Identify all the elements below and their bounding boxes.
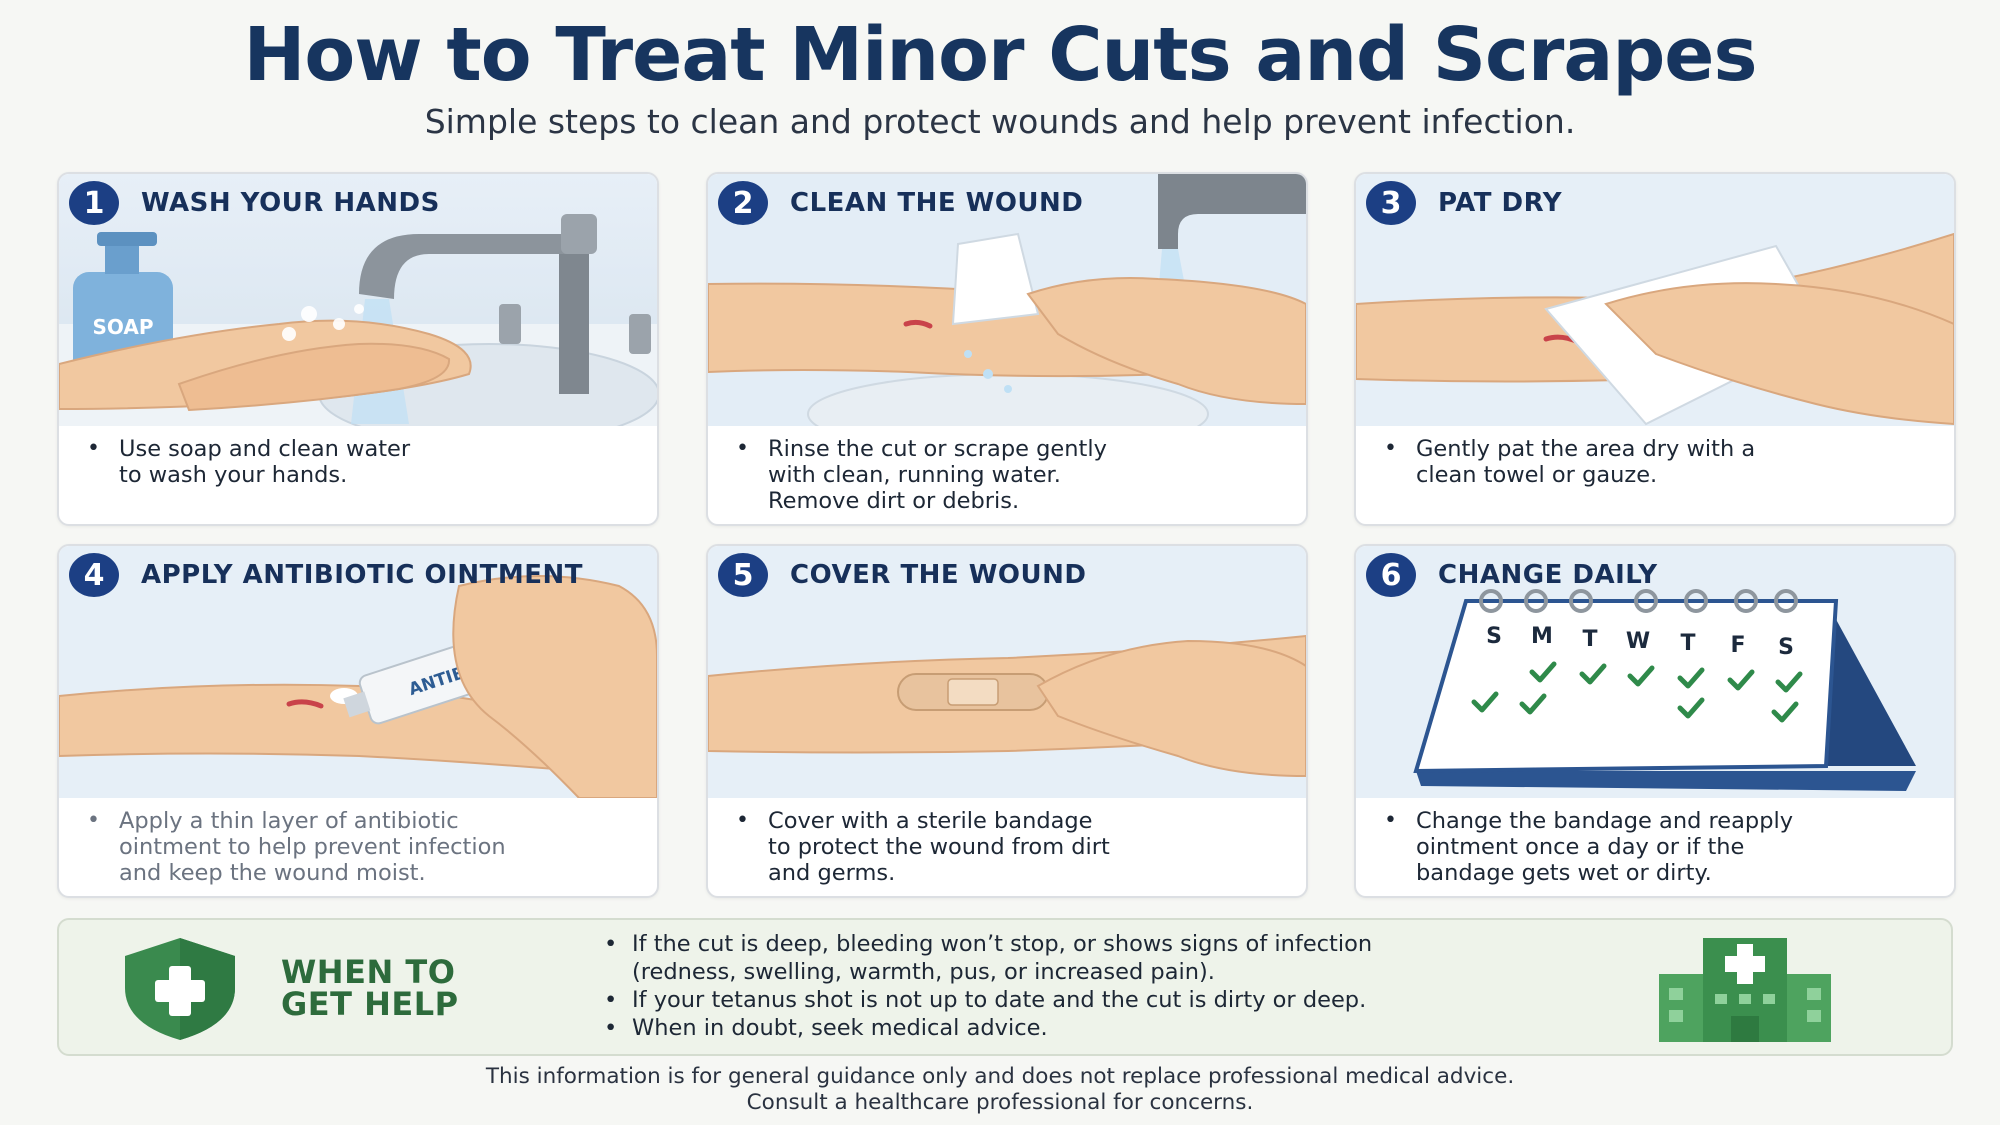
step-title: CHANGE DAILY xyxy=(1438,560,1658,590)
help-criteria-list: If the cut is deep, bleeding won’t stop,… xyxy=(604,930,1372,1042)
cover-wound-illustration xyxy=(708,546,1306,798)
step-card-wash-hands: SOAP 1 WASH YOUR HANDS Use soap and clea… xyxy=(57,172,659,526)
wash-hands-illustration: SOAP xyxy=(59,174,657,426)
step-description: Gently pat the area dry with a clean tow… xyxy=(1384,436,1938,488)
pat-dry-illustration xyxy=(1356,174,1954,426)
step-card-pat-dry: 3 PAT DRY Gently pat the area dry with a… xyxy=(1354,172,1956,526)
step-description: Cover with a sterile bandage to protect … xyxy=(736,808,1290,886)
step-title: CLEAN THE WOUND xyxy=(790,188,1084,218)
step-number-badge: 6 xyxy=(1366,553,1416,597)
calendar-day: F xyxy=(1730,633,1745,658)
help-title: WHEN TO GET HELP xyxy=(281,956,459,1020)
page-title: How to Treat Minor Cuts and Scrapes xyxy=(243,12,1757,98)
help-criteria-item: (redness, swelling, warmth, pus, or incr… xyxy=(632,959,1215,985)
calendar-day: S xyxy=(1778,635,1794,660)
step-description-line: Apply a thin layer of antibiotic xyxy=(87,808,641,834)
wash-hands-scene: SOAP xyxy=(59,174,657,426)
clean-wound-scene xyxy=(708,174,1306,426)
clean-wound-illustration xyxy=(708,174,1306,426)
page-subtitle: Simple steps to clean and protect wounds… xyxy=(424,102,1576,141)
calendar-day: T xyxy=(1680,631,1695,656)
step-title: APPLY ANTIBIOTIC OINTMENT xyxy=(141,560,583,590)
step-description-line: Gently pat the area dry with a xyxy=(1384,436,1938,462)
step-description-line: Use soap and clean water xyxy=(87,436,641,462)
shield-cross-icon xyxy=(125,938,235,1040)
step-header: 1 WASH YOUR HANDS xyxy=(69,178,440,228)
disclaimer-line: Consult a healthcare professional for co… xyxy=(746,1090,1254,1115)
step-header: 3 PAT DRY xyxy=(1366,178,1562,228)
step-card-change-daily: S M T W T F S 6 CHANGE DAILY Change the … xyxy=(1354,544,1956,898)
step-description: Rinse the cut or scrape gently with clea… xyxy=(736,436,1290,514)
step-description-line: Remove dirt or debris. xyxy=(768,488,1020,514)
apply-ointment-scene: ANTIBIOTIC xyxy=(59,546,657,798)
step-title: PAT DRY xyxy=(1438,188,1563,218)
when-to-get-help-panel: WHEN TO GET HELP If the cut is deep, ble… xyxy=(57,918,1953,1056)
calendar-illustration: S M T W T F S xyxy=(1356,546,1954,798)
step-description-line: to protect the wound from dirt xyxy=(768,834,1110,860)
cover-wound-scene xyxy=(708,546,1306,798)
step-header: 5 COVER THE WOUND xyxy=(718,550,1086,600)
step-number-badge: 5 xyxy=(718,553,768,597)
step-description-line: Cover with a sterile bandage xyxy=(736,808,1290,834)
disclaimer-line: This information is for general guidance… xyxy=(485,1064,1515,1089)
step-description-line: bandage gets wet or dirty. xyxy=(1416,860,1712,886)
calendar-day: W xyxy=(1626,629,1650,654)
step-description-line: ointment to help prevent infection xyxy=(119,834,506,860)
help-title-line: GET HELP xyxy=(281,985,459,1023)
step-description-line: and germs. xyxy=(768,860,896,886)
step-description-line: Change the bandage and reapply xyxy=(1384,808,1938,834)
step-description: Use soap and clean water to wash your ha… xyxy=(87,436,641,488)
calendar-scene: S M T W T F S xyxy=(1356,546,1954,798)
step-number-badge: 4 xyxy=(69,553,119,597)
step-description: Apply a thin layer of antibiotic ointmen… xyxy=(87,808,641,886)
step-header: 4 APPLY ANTIBIOTIC OINTMENT xyxy=(69,550,583,600)
step-header: 6 CHANGE DAILY xyxy=(1366,550,1658,600)
step-card-clean-wound: 2 CLEAN THE WOUND Rinse the cut or scrap… xyxy=(706,172,1308,526)
step-description-line: to wash your hands. xyxy=(119,462,348,488)
step-description-line: with clean, running water. xyxy=(768,462,1061,488)
step-number-badge: 3 xyxy=(1366,181,1416,225)
step-header: 2 CLEAN THE WOUND xyxy=(718,178,1083,228)
calendar-day: T xyxy=(1582,627,1597,652)
step-description-line: Rinse the cut or scrape gently xyxy=(736,436,1290,462)
help-criteria-item: If your tetanus shot is not up to date a… xyxy=(604,986,1372,1014)
step-card-cover-wound: 5 COVER THE WOUND Cover with a sterile b… xyxy=(706,544,1308,898)
hospital-building-icon xyxy=(1659,938,1831,1042)
help-title-line: WHEN TO xyxy=(281,953,456,991)
help-criteria-item: When in doubt, seek medical advice. xyxy=(604,1014,1372,1042)
step-card-apply-ointment: ANTIBIOTIC 4 APPLY ANTIBIOTIC OINTMENT A… xyxy=(57,544,659,898)
step-description: Change the bandage and reapply ointment … xyxy=(1384,808,1938,886)
step-description-line: and keep the wound moist. xyxy=(119,860,426,886)
step-title: WASH YOUR HANDS xyxy=(141,188,440,218)
disclaimer: This information is for general guidance… xyxy=(0,1064,2000,1116)
step-number-badge: 1 xyxy=(69,181,119,225)
step-description-line: ointment once a day or if the xyxy=(1416,834,1745,860)
step-title: COVER THE WOUND xyxy=(790,560,1087,590)
help-criteria-item: If the cut is deep, bleeding won’t stop,… xyxy=(604,930,1372,958)
step-description-line: clean towel or gauze. xyxy=(1416,462,1658,488)
soap-label: SOAP xyxy=(92,315,153,339)
apply-ointment-illustration: ANTIBIOTIC xyxy=(59,546,657,798)
calendar-day: S xyxy=(1486,624,1502,649)
pat-dry-scene xyxy=(1356,174,1954,426)
calendar-day: M xyxy=(1531,624,1553,649)
step-number-badge: 2 xyxy=(718,181,768,225)
